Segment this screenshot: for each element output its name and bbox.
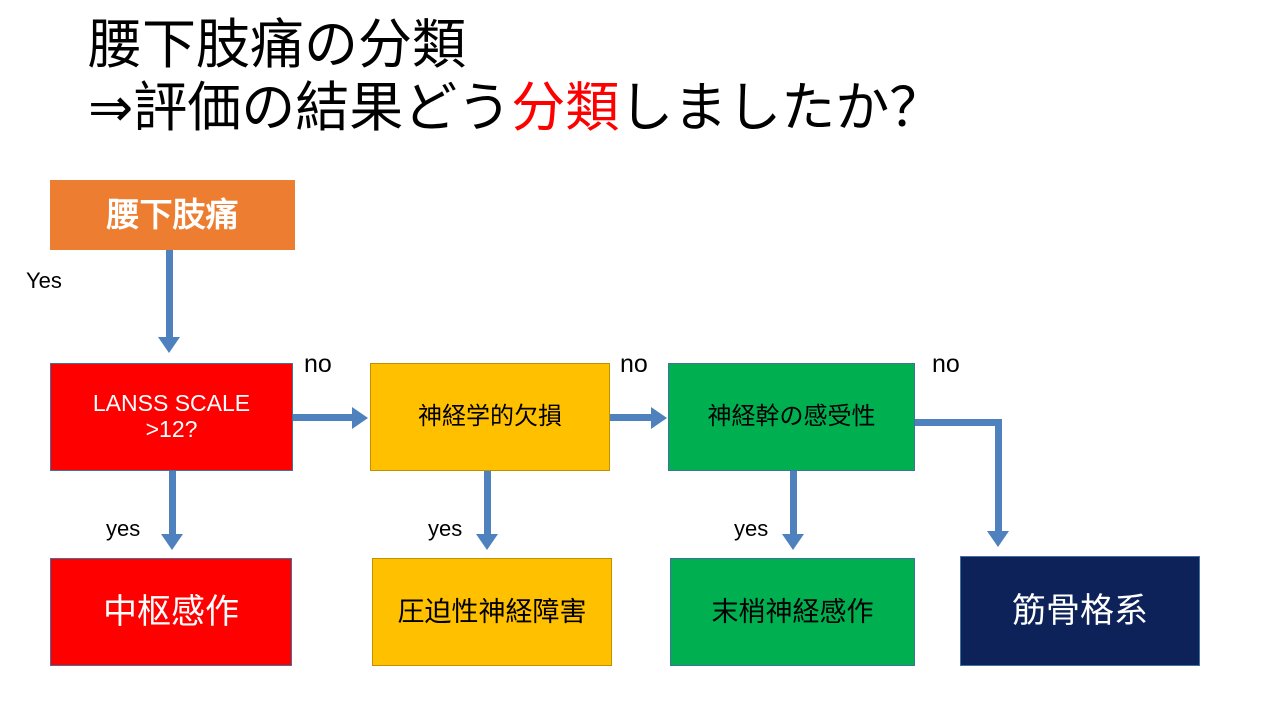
connector-lanss-yes: [169, 471, 176, 539]
flow-node-lanss-label-line2: >12?: [145, 416, 198, 442]
connector-lanss-to-neuro-deficit-arrowhead: [352, 407, 368, 429]
connector-neuro-deficit-to-nerve-trunk-arrowhead: [651, 407, 667, 429]
title-line-2-highlight: 分類: [511, 77, 620, 138]
connector-neuro-deficit-to-nerve-trunk: [610, 414, 652, 421]
connector-lanss-yes-arrowhead: [161, 534, 183, 550]
connector-neuro-deficit-yes: [484, 471, 491, 539]
flow-node-start[interactable]: 腰下肢痛: [50, 180, 295, 250]
connector-nerve-trunk-yes-arrowhead: [782, 534, 804, 550]
edge-label-nerve-trunk-yes: yes: [734, 516, 769, 541]
flow-node-compressive-neuropathy[interactable]: 圧迫性神経障害: [372, 558, 612, 666]
connector-nerve-trunk-to-musculoskeletal-vertical: [995, 419, 1002, 534]
flow-node-peripheral-nerve-sensitization-label: 末梢神経感作: [711, 596, 874, 627]
connector-lanss-to-neuro-deficit: [293, 414, 353, 421]
connector-nerve-trunk-yes: [790, 471, 797, 539]
flow-node-peripheral-nerve-sensitization[interactable]: 末梢神経感作: [670, 558, 915, 666]
edge-label-lanss-yes: yes: [106, 516, 141, 541]
flow-node-lanss[interactable]: LANSS SCALE >12?: [50, 363, 293, 471]
flow-node-neuro-deficit[interactable]: 神経学的欠損: [370, 363, 610, 471]
flow-node-compressive-neuropathy-label: 圧迫性神経障害: [397, 596, 587, 627]
flow-node-central-sensitization[interactable]: 中枢感作: [50, 558, 292, 666]
edge-label-lanss-no: no: [304, 350, 332, 378]
page-title: 腰下肢痛の分類 ⇒評価の結果どう分類しましたか？: [88, 14, 1228, 139]
title-line-1: 腰下肢痛の分類: [88, 15, 466, 75]
connector-nerve-trunk-to-musculoskeletal-arrowhead: [987, 531, 1009, 547]
flow-node-start-label: 腰下肢痛: [106, 195, 239, 233]
connector-neuro-deficit-yes-arrowhead: [476, 534, 498, 550]
flow-node-lanss-label-line1: LANSS SCALE: [92, 390, 251, 417]
title-line-2-suffix: しましたか？: [619, 77, 944, 138]
connector-start-to-lanss: [166, 250, 173, 340]
flow-node-neuro-deficit-label: 神経学的欠損: [418, 402, 562, 430]
edge-label-entry-yes: Yes: [26, 268, 62, 293]
edge-label-nerve-trunk-no: no: [932, 350, 960, 378]
flow-node-central-sensitization-label: 中枢感作: [103, 592, 239, 631]
connector-start-to-lanss-arrowhead: [158, 337, 180, 353]
title-line-2-prefix: ⇒評価の結果どう: [88, 77, 512, 138]
edge-label-neuro-deficit-no: no: [620, 350, 648, 378]
flow-node-nerve-trunk[interactable]: 神経幹の感受性: [668, 363, 915, 471]
flow-node-nerve-trunk-label: 神経幹の感受性: [707, 402, 876, 430]
edge-label-neuro-deficit-yes: yes: [428, 516, 463, 541]
title-line-2: ⇒評価の結果どう分類しましたか？: [88, 77, 1228, 140]
connector-nerve-trunk-to-musculoskeletal-horizontal: [915, 419, 1002, 426]
flow-node-musculoskeletal[interactable]: 筋骨格系: [960, 556, 1200, 666]
flow-node-musculoskeletal-label: 筋骨格系: [1012, 591, 1148, 630]
